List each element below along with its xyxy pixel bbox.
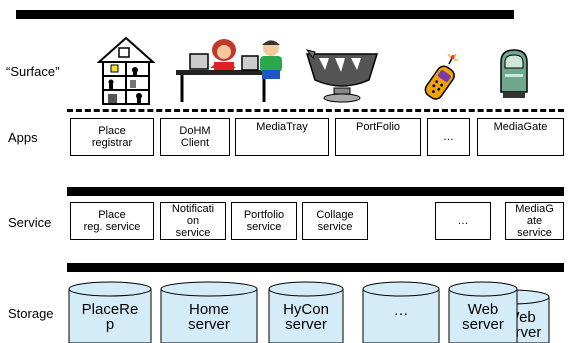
top-bar [16, 10, 514, 19]
house-icon [97, 36, 155, 105]
storage-ellipsis-label: … [393, 302, 409, 319]
storage-placerep: PlaceRe p [68, 281, 152, 343]
kids-at-computer-icon [176, 39, 282, 102]
service-mediagate: MediaG ate service [505, 202, 564, 240]
service-notification: Notificati on service [160, 202, 226, 240]
layer-label-surface: “Surface” [6, 64, 60, 79]
mobile-phone-icon [424, 54, 458, 100]
mailbox-icon [500, 49, 528, 98]
app-ellipsis: … [427, 118, 470, 156]
app-dohm-client: DoHM Client [160, 118, 230, 156]
storage-hycon-server: HyCon server [268, 281, 344, 343]
layer-label-storage: Storage [8, 306, 54, 321]
storage-web-server-label: Web server [462, 301, 504, 333]
app-mediagate: MediaGate [477, 118, 564, 156]
surface-divider [67, 109, 564, 112]
layer-label-service: Service [8, 215, 52, 230]
app-mediatray: MediaTray [235, 118, 329, 156]
app-place-registrar: Place registrar [70, 118, 154, 156]
storage-hycon-server-label: HyCon server [283, 301, 329, 333]
service-bar [67, 187, 564, 196]
storage-placerep-label: PlaceRe p [81, 301, 139, 333]
mortar-bowl-icon [305, 49, 379, 103]
service-place-reg: Place reg. service [70, 202, 154, 240]
app-portfolio: PortFolio [335, 118, 421, 156]
storage-home-server: Home server [160, 281, 258, 343]
storage-ellipsis: … [362, 281, 440, 343]
service-ellipsis: … [435, 202, 491, 240]
storage-bar [67, 263, 564, 272]
storage-web-server: Web server [448, 281, 518, 343]
service-portfolio: Portfolio service [231, 202, 297, 240]
storage-home-server-label: Home server [188, 301, 230, 333]
layer-label-apps: Apps [8, 130, 38, 145]
service-collage: Collage service [302, 202, 368, 240]
